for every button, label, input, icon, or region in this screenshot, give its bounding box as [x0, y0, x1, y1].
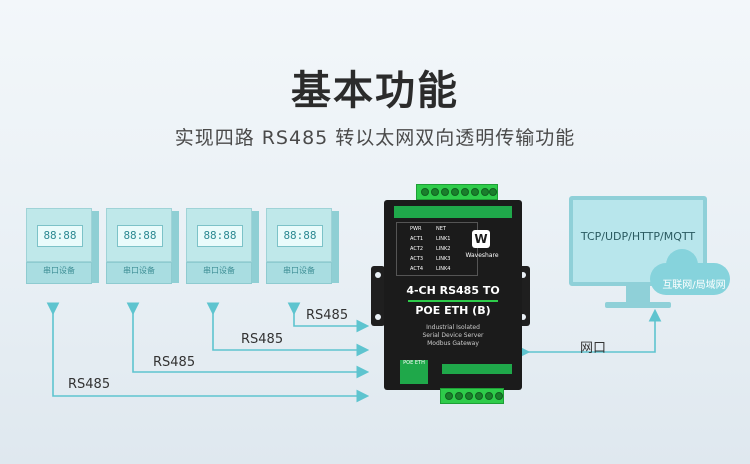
- meter-label: 串口设备: [43, 266, 75, 275]
- device-desc-2: Serial Device Server: [422, 332, 484, 339]
- monitor-protocols: TCP/UDP/HTTP/MQTT: [580, 230, 696, 243]
- wire-label-1: RS485: [68, 377, 111, 392]
- indicator-link4: LINK4: [436, 266, 451, 272]
- waveshare-logo-icon: W: [472, 230, 490, 248]
- indicator-act1: ACT1: [410, 236, 424, 242]
- page-title: 基本功能: [291, 68, 459, 114]
- meter-display: 88:88: [117, 225, 163, 247]
- device-desc-3: Modbus Gateway: [427, 340, 479, 347]
- monitor-base: [605, 302, 671, 308]
- indicator-net: NET: [436, 226, 446, 232]
- meter-label: 串口设备: [123, 266, 155, 275]
- terminal-block-bottom: [440, 388, 504, 404]
- indicator-act2: ACT2: [410, 246, 424, 252]
- wire-label-3: RS485: [241, 332, 284, 347]
- device-desc-1: Industrial Isolated: [426, 324, 480, 331]
- meter-display: 88:88: [197, 225, 243, 247]
- wire-label-2: RS485: [153, 355, 196, 370]
- ethernet-port: [400, 360, 428, 384]
- cloud-text: 互联网/局域网: [662, 280, 726, 291]
- device-name-divider: [408, 300, 498, 302]
- brand-name: Waveshare: [465, 252, 499, 259]
- wire-network: [517, 308, 662, 359]
- serial-device-3: 88:88 串口设备: [186, 208, 259, 284]
- device-name-line1: 4-CH RS485 TO: [406, 284, 500, 297]
- indicator-act4: ACT4: [410, 266, 424, 272]
- device-name-line2: POE ETH (B): [415, 304, 491, 317]
- page-subtitle: 实现四路 RS485 转以太网双向透明传输功能: [174, 127, 576, 149]
- cloud-icon: [650, 249, 730, 295]
- meter-display: 88:88: [277, 225, 323, 247]
- terminal-block-top: [416, 184, 498, 200]
- wire-label-4: RS485: [306, 308, 349, 323]
- indicator-link3: LINK3: [436, 256, 451, 262]
- led-panel: [396, 222, 478, 276]
- network-label: 网口: [580, 341, 607, 356]
- mount-ear-left: [371, 266, 385, 326]
- serial-device-2: 88:88 串口设备: [106, 208, 179, 284]
- indicator-act3: ACT3: [410, 256, 424, 262]
- device-body: PWR ACT1 ACT2 ACT3 ACT4 NET LINK1 LINK2 …: [384, 200, 522, 390]
- indicator-link1: LINK1: [436, 236, 451, 242]
- port-label: POE ETH: [403, 360, 425, 366]
- monitor-stand: [626, 286, 650, 304]
- serial-device-1: 88:88 串口设备: [26, 208, 99, 284]
- wire-1: [46, 302, 370, 403]
- meter-label: 串口设备: [283, 266, 315, 275]
- meter-display: 88:88: [37, 225, 83, 247]
- indicator-link2: LINK2: [436, 246, 451, 252]
- serial-device-4: 88:88 串口设备: [266, 208, 339, 284]
- indicator-pwr: PWR: [410, 226, 422, 232]
- meter-label: 串口设备: [203, 266, 235, 275]
